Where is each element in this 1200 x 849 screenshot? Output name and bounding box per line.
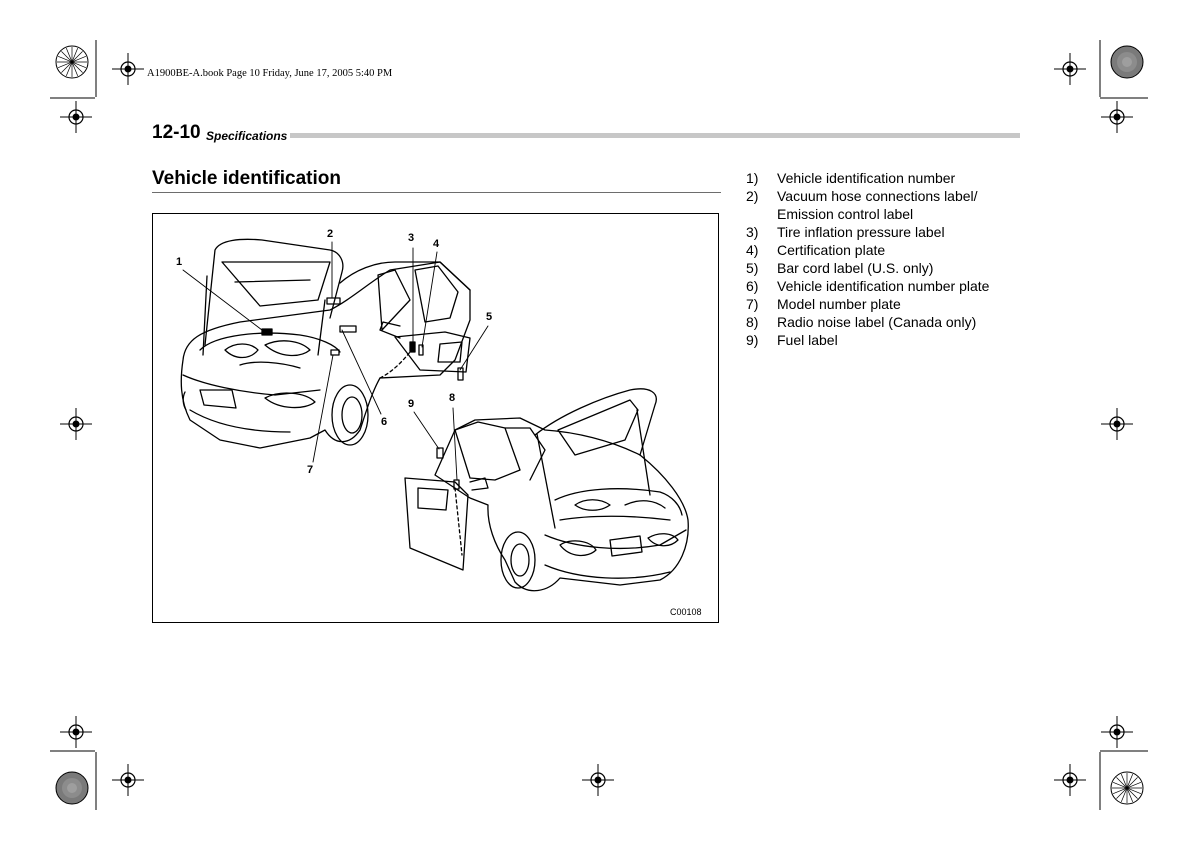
legend-number: 3) <box>746 224 759 240</box>
figure-code: C00108 <box>670 607 702 617</box>
legend-text: Model number plate <box>777 296 901 312</box>
car-front-view-illustration <box>180 238 471 449</box>
legend-number: 5) <box>746 260 759 276</box>
car-side-view-illustration <box>404 388 689 592</box>
legend-text: Vacuum hose connections label/ Emission … <box>777 188 978 222</box>
callout-3: 3 <box>408 232 415 244</box>
callout-5: 5 <box>486 311 493 323</box>
legend-text: Vehicle identification number plate <box>777 278 990 294</box>
legend-number: 8) <box>746 314 759 330</box>
legend-item: 6) Vehicle identification number plate <box>746 277 1037 295</box>
legend-number: 6) <box>746 278 759 294</box>
callout-4: 4 <box>433 238 440 250</box>
vehicle-illustration-figure <box>152 213 719 623</box>
legend-number: 9) <box>746 332 759 348</box>
callout-leaders <box>182 241 489 481</box>
callout-6: 6 <box>381 416 388 428</box>
legend-text: Certification plate <box>777 242 886 258</box>
legend-item: 9) Fuel label <box>746 331 1037 349</box>
legend-number: 7) <box>746 296 759 312</box>
legend-item: 3) Tire inflation pressure label <box>746 223 1037 241</box>
callout-7: 7 <box>307 464 314 476</box>
legend-text: Radio noise label (Canada only) <box>777 314 977 330</box>
callout-9: 9 <box>408 398 415 410</box>
page-number: 12-10 <box>152 122 201 143</box>
legend-text: Bar cord label (U.S. only) <box>777 260 934 276</box>
legend-number: 4) <box>746 242 759 258</box>
section-name: Specifications <box>206 129 288 143</box>
page-heading: Vehicle identification <box>152 168 341 189</box>
legend-item: 7) Model number plate <box>746 295 1037 313</box>
legend-item: 4) Certification plate <box>746 241 1037 259</box>
legend-item: 1) Vehicle identification number <box>746 169 1037 187</box>
legend-number: 1) <box>746 170 759 186</box>
heading-rule <box>152 192 721 193</box>
label-legend-list: 1) Vehicle identification number 2) Vacuum… <box>746 169 1037 349</box>
print-info-line: A1900BE-A.book Page 10 Friday, June 17, … <box>147 68 393 79</box>
legend-item: 2) Vacuum hose connections label/ Emissio… <box>746 187 1037 223</box>
legend-number: 2) <box>746 188 759 204</box>
legend-text: Vehicle identification number <box>777 170 956 186</box>
header-bar <box>290 133 1020 138</box>
legend-text: Tire inflation pressure label <box>777 224 945 240</box>
legend-item: 8) Radio noise label (Canada only) <box>746 313 1037 331</box>
legend-text: Fuel label <box>777 332 838 348</box>
callout-1: 1 <box>176 256 183 268</box>
callout-2: 2 <box>327 228 334 240</box>
callout-8: 8 <box>449 392 456 404</box>
legend-item: 5) Bar cord label (U.S. only) <box>746 259 1037 277</box>
